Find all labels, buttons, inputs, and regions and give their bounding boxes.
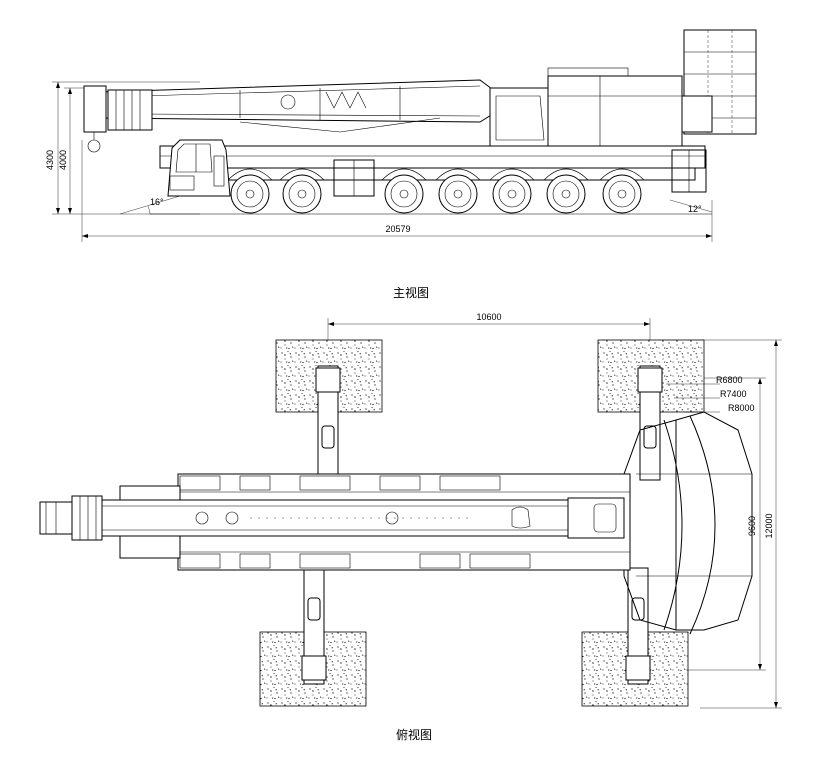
wheel xyxy=(384,174,424,214)
wheel xyxy=(492,174,532,214)
dim-height-total: 4300 xyxy=(45,150,55,170)
cab xyxy=(167,139,231,197)
dim-height-frame: 4000 xyxy=(58,150,68,170)
side-view: 4300 4000 20579 16° 12° xyxy=(45,29,757,300)
boom-head xyxy=(83,85,153,153)
length-dimension: 20579 xyxy=(81,140,713,242)
wheel xyxy=(230,174,270,214)
outrigger-boxes-side xyxy=(333,149,707,197)
boom xyxy=(99,79,497,133)
radius-2: R7400 xyxy=(720,389,747,399)
swing-radii: R6800 R7400 R8000 xyxy=(623,375,755,635)
dim-overall-length: 20579 xyxy=(385,224,410,234)
radius-3: R8000 xyxy=(728,403,755,413)
angle-rear: 12° xyxy=(688,204,702,214)
radius-1: R6800 xyxy=(716,375,743,385)
height-dimensions: 4300 4000 xyxy=(45,81,200,215)
dim-outrigger-width-outer: 12000 xyxy=(764,513,774,538)
wheels xyxy=(230,174,642,214)
top-view-caption: 俯视图 xyxy=(396,727,432,742)
dim-outrigger-longitudinal: 10600 xyxy=(476,312,501,322)
superstructure xyxy=(489,67,683,147)
boom-top xyxy=(99,497,625,539)
wheel xyxy=(546,174,586,214)
counterweight xyxy=(681,29,757,135)
side-view-caption: 主视图 xyxy=(393,285,429,300)
angles: 16° 12° xyxy=(119,195,713,215)
top-view: 10600 9600 12000 xyxy=(39,312,782,742)
wheel xyxy=(282,174,322,214)
outrigger-beams xyxy=(301,365,663,685)
wheel xyxy=(438,174,478,214)
boom-head-top xyxy=(39,495,103,541)
wheel xyxy=(602,174,642,214)
angle-front: 16° xyxy=(150,197,164,207)
